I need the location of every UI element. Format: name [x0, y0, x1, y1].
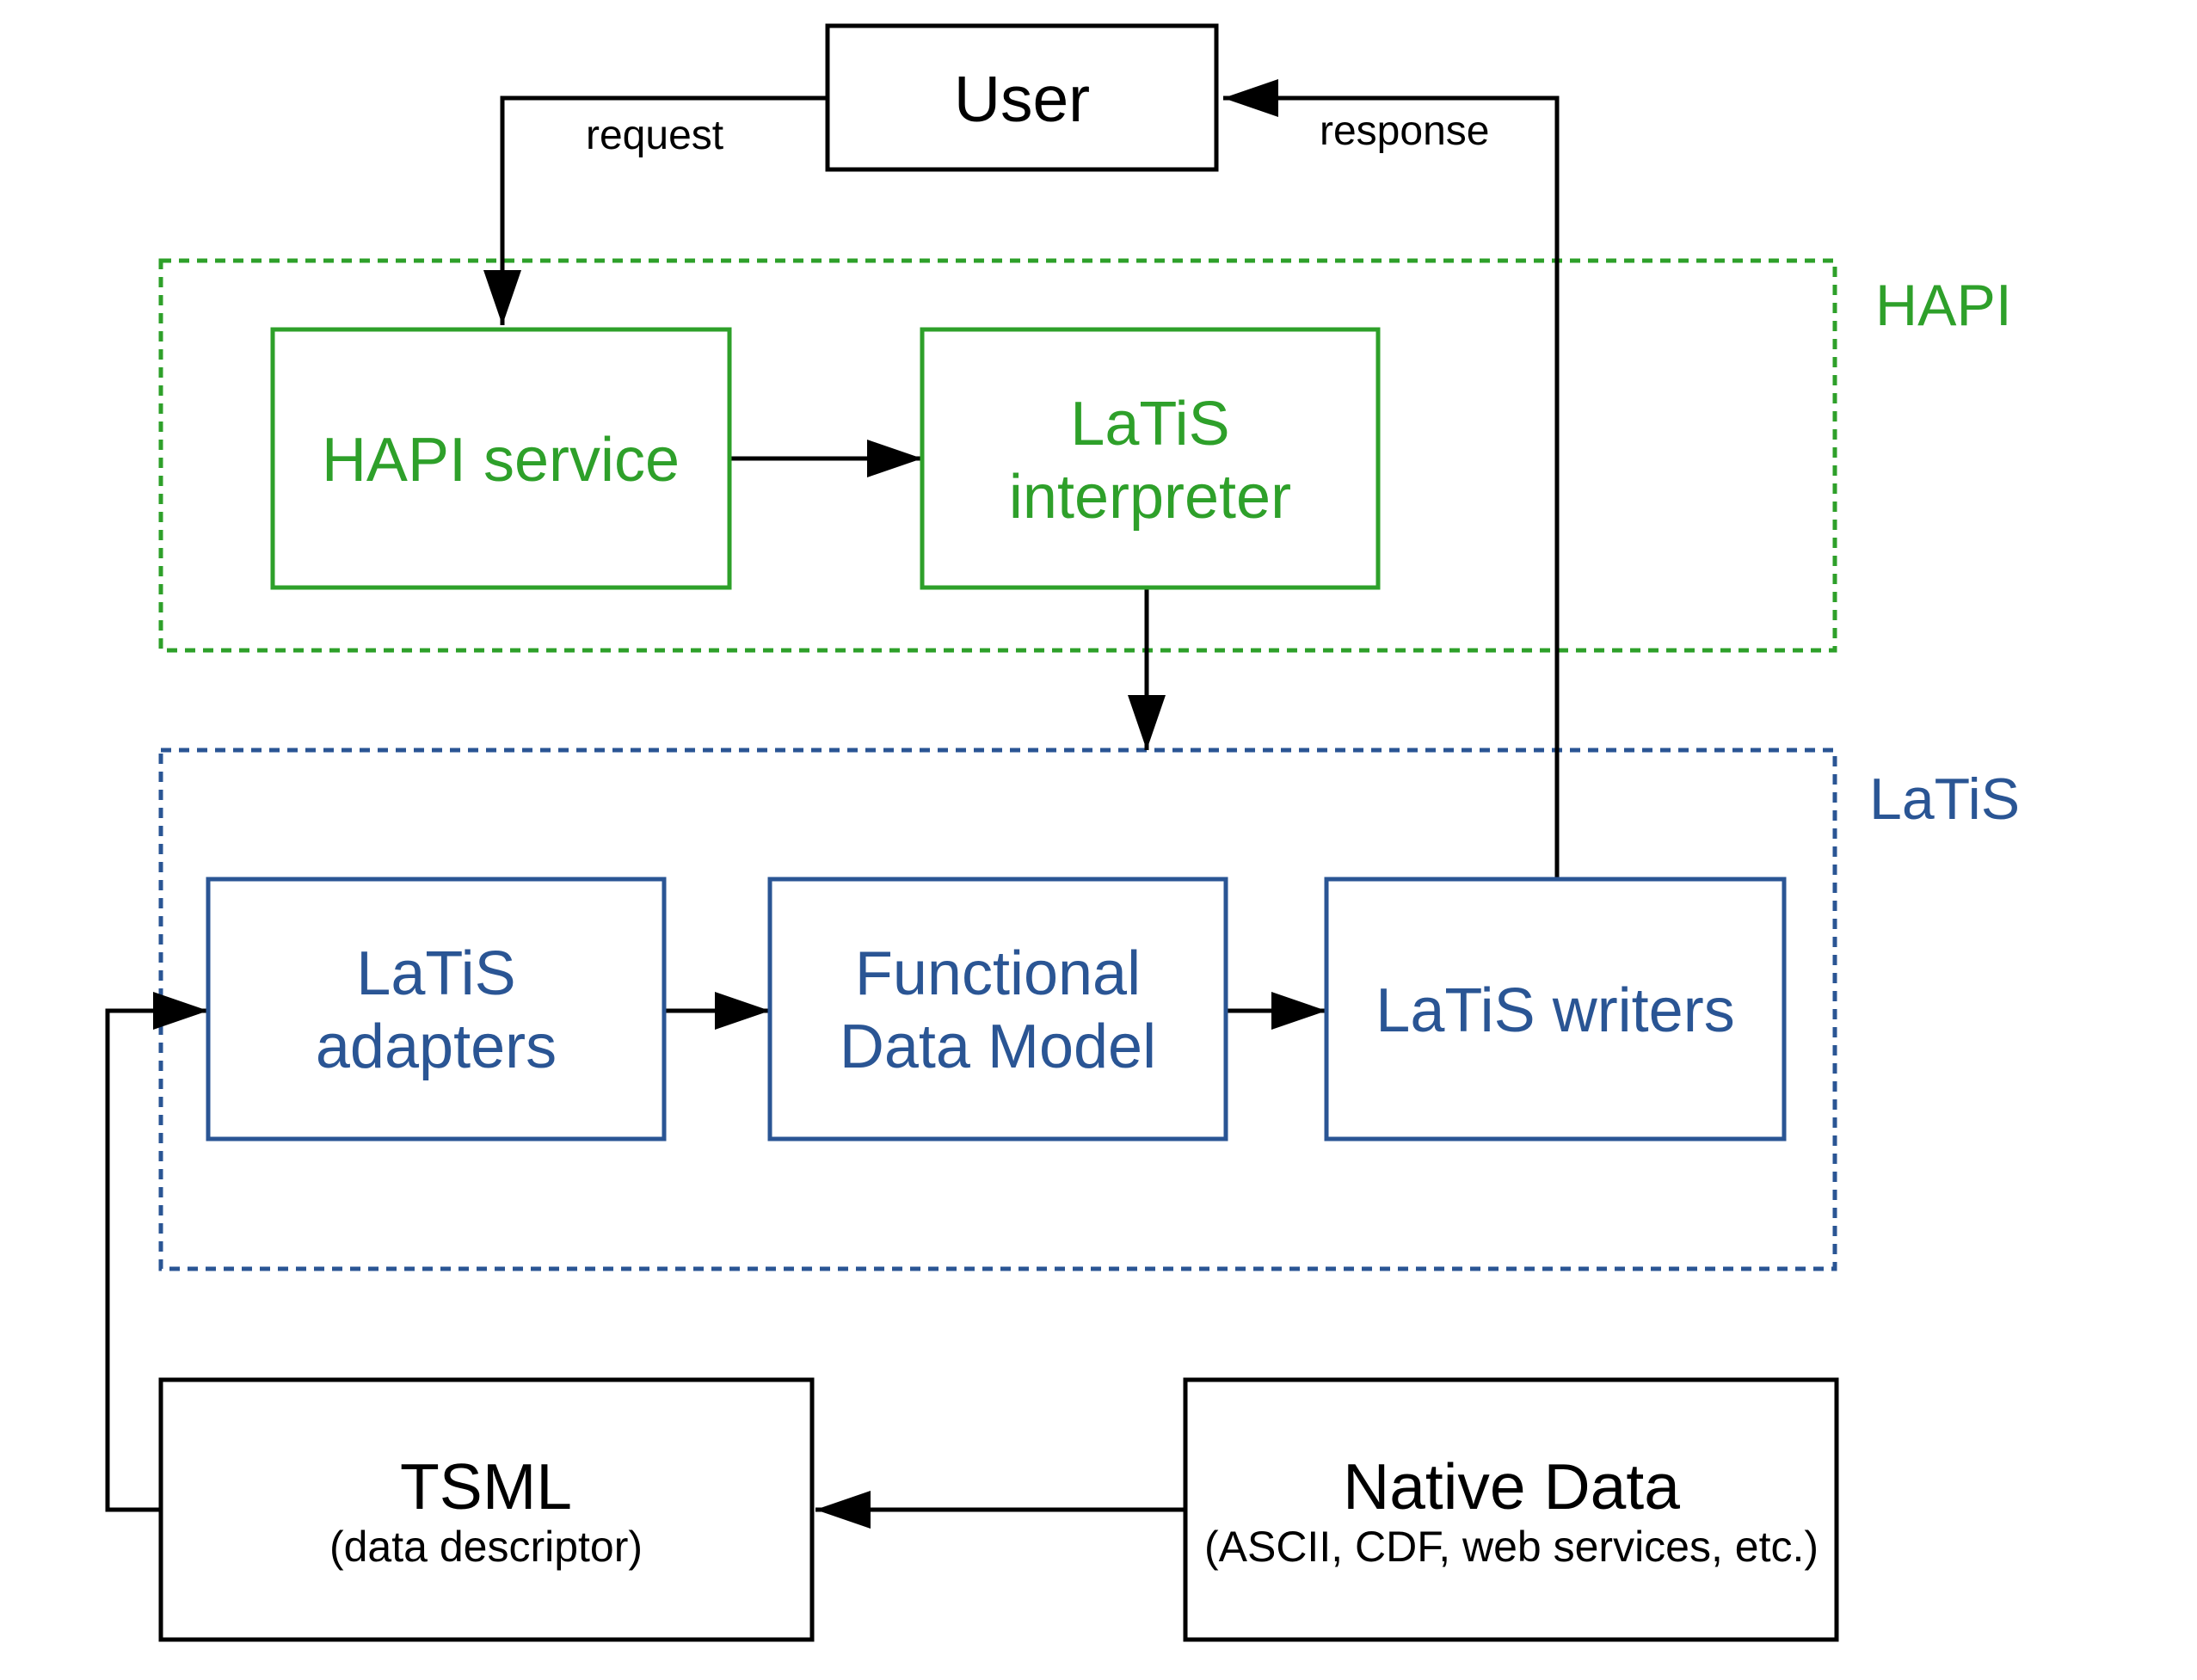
functional-data-model-box: [767, 877, 1228, 1142]
latis-interpreter-node: LaTiS interpreter: [920, 327, 1381, 590]
latis-adapters-label-line2: adapters: [316, 1012, 557, 1081]
request-arrow: [483, 95, 828, 325]
hapi-service-node: HAPI service: [270, 327, 732, 590]
connectors: [105, 79, 1560, 1529]
native-data-node: Native Data (ASCII, CDF, web services, e…: [1183, 1377, 1839, 1642]
response-label: response: [1320, 108, 1489, 154]
latis-interpreter-label-line1: LaTiS: [1070, 390, 1229, 458]
hapi-service-label: HAPI service: [322, 426, 680, 495]
native-data-box: [1183, 1377, 1839, 1642]
tsml-sublabel: (data descriptor): [329, 1523, 643, 1571]
latis-adapters-box: [206, 877, 667, 1142]
request-label: request: [586, 113, 723, 158]
user-box: [825, 23, 1219, 172]
latis-interpreter-label-line2: interpreter: [1009, 463, 1291, 532]
tsml-label: TSML: [400, 1450, 572, 1523]
user-label: User: [954, 63, 1090, 135]
user-node: User: [825, 23, 1219, 172]
latis-group-label: LaTiS: [1869, 766, 2020, 832]
hapi-group-border: [158, 258, 1837, 653]
latis-writers-box: [1324, 877, 1787, 1142]
latis-adapters-node: LaTiS adapters: [206, 877, 667, 1142]
native-data-sublabel: (ASCII, CDF, web services, etc.): [1204, 1523, 1819, 1571]
hapi-service-box: [270, 327, 732, 590]
latis-writers-label: LaTiS writers: [1375, 976, 1734, 1045]
tsml-node: TSML (data descriptor): [158, 1377, 815, 1642]
tsml-box: [158, 1377, 815, 1642]
latis-writers-node: LaTiS writers: [1324, 877, 1787, 1142]
response-arrow: [1223, 79, 1560, 879]
functional-data-model-node: Functional Data Model: [767, 877, 1228, 1142]
functional-data-model-label-line1: Functional: [855, 939, 1141, 1008]
functional-data-model-label-line2: Data Model: [840, 1012, 1156, 1081]
tsml-to-adapters-arrow: [105, 992, 208, 1512]
latis-adapters-label-line1: LaTiS: [356, 939, 515, 1008]
latis-interpreter-box: [920, 327, 1381, 590]
native-data-label: Native Data: [1343, 1450, 1680, 1523]
hapi-group-label: HAPI: [1875, 273, 2012, 338]
